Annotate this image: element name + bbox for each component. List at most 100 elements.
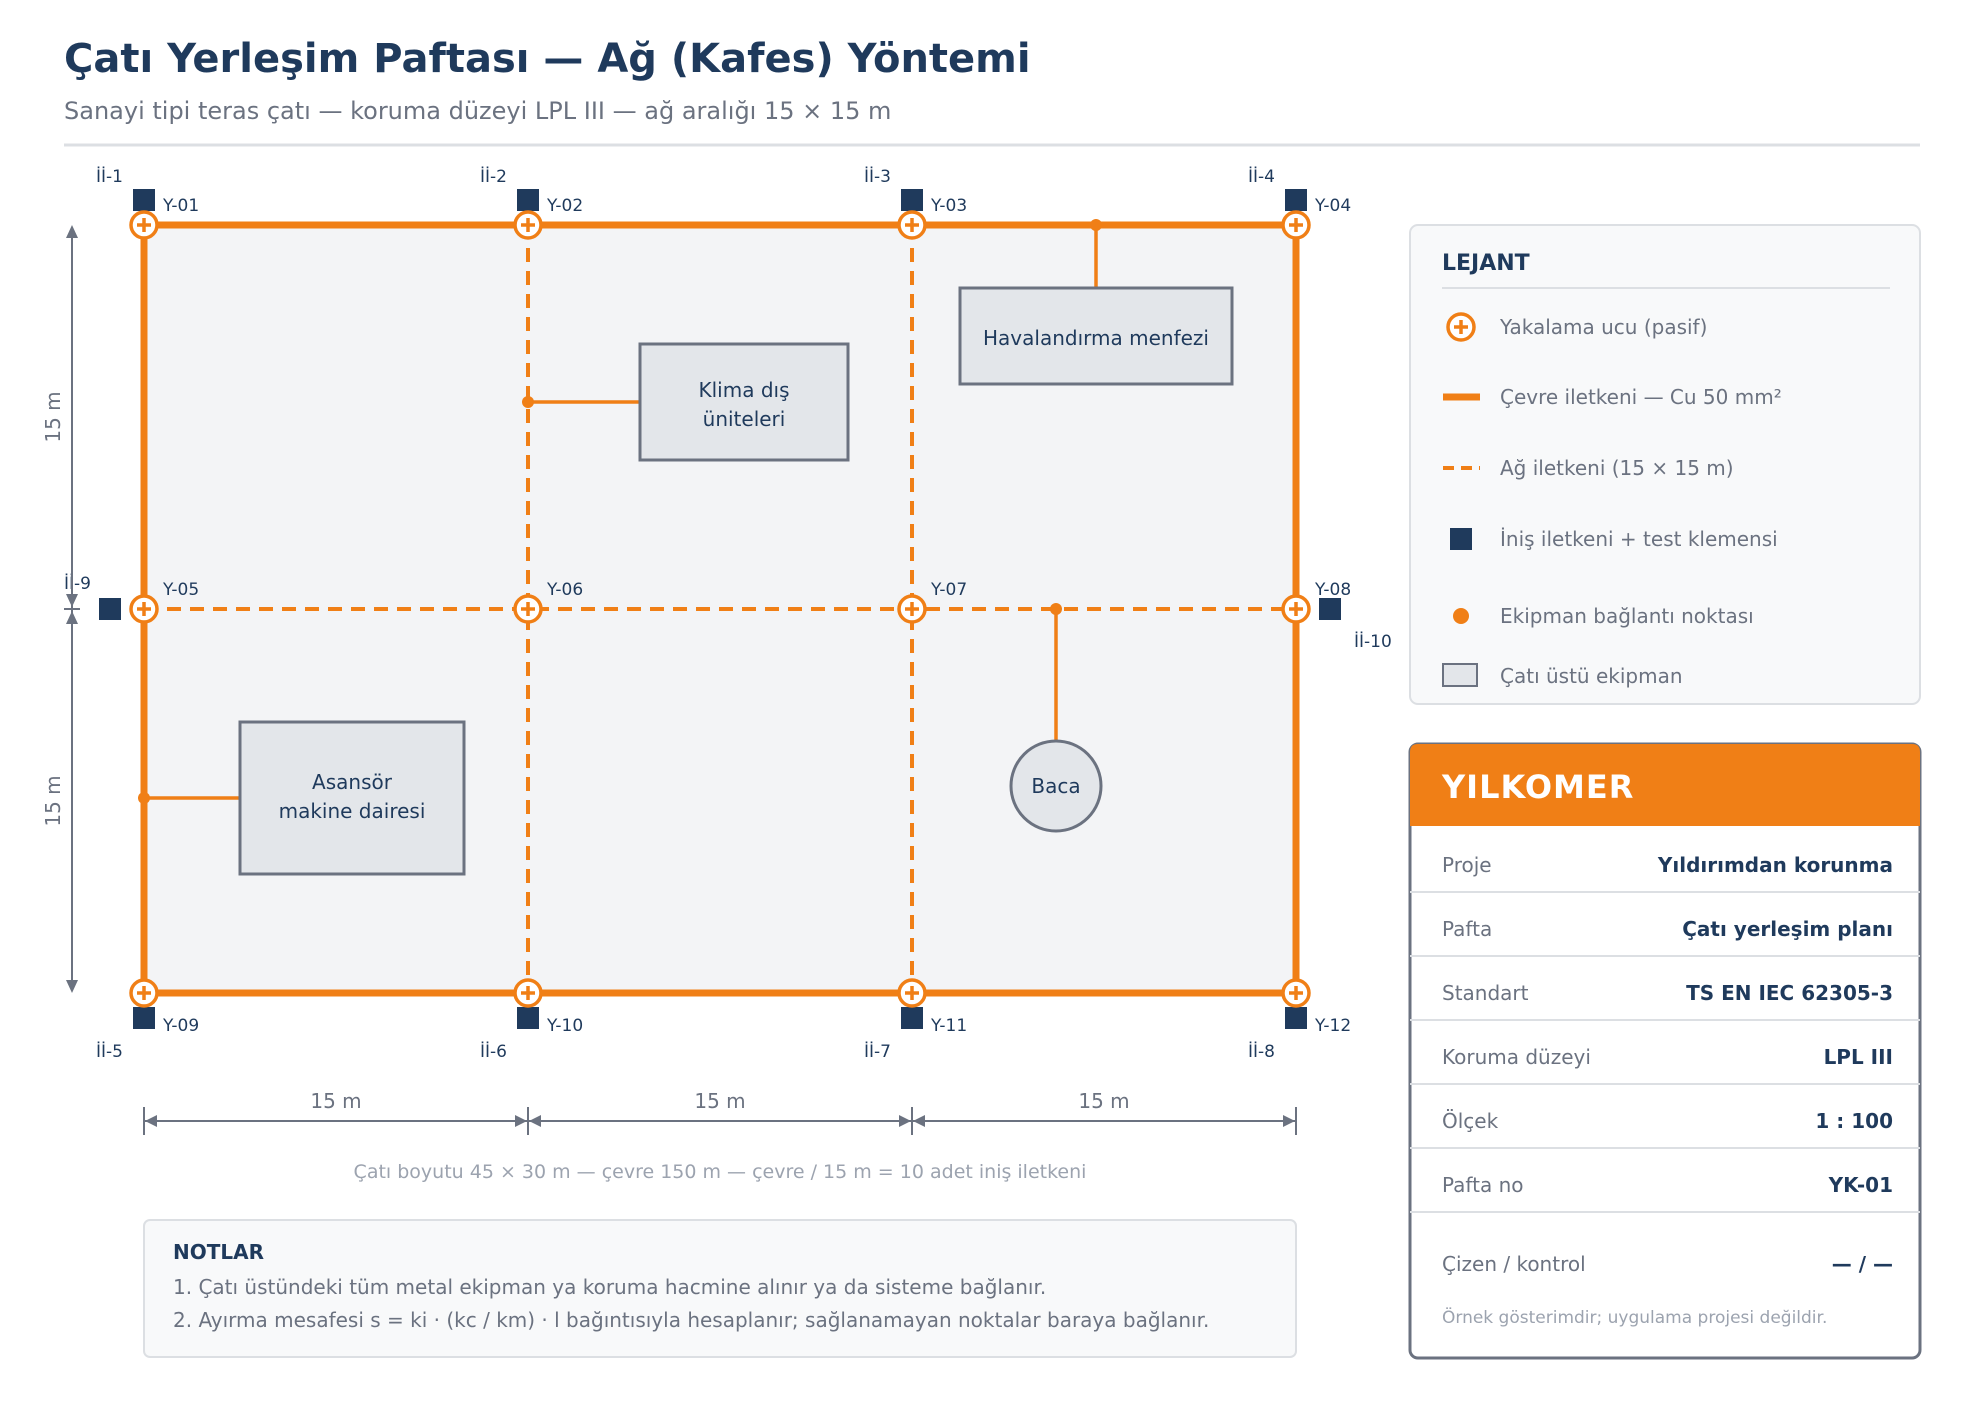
title-block-value: Çatı yerleşim planı <box>1682 917 1893 941</box>
title-block-value: 1 : 100 <box>1815 1109 1893 1133</box>
down-conductor-markers <box>99 189 1341 1029</box>
air-terminal-icon <box>1281 978 1311 1008</box>
air-terminal-icon <box>897 978 927 1008</box>
air-terminal-label: Y-09 <box>162 1016 199 1036</box>
air-terminal-icon <box>897 210 927 240</box>
title-block-label: Pafta <box>1442 917 1492 941</box>
equipment-label: makine dairesi <box>279 799 426 823</box>
down-conductor-marker <box>1319 598 1341 620</box>
down-conductor-label: İİ-1 <box>96 166 123 187</box>
notes-title: NOTLAR <box>173 1240 264 1264</box>
title-block-label: Koruma düzeyi <box>1442 1045 1591 1069</box>
title-block-value: Yıldırımdan korunma <box>1657 853 1893 877</box>
air-terminal-icon <box>513 978 543 1008</box>
title-block-label: Ölçek <box>1442 1109 1499 1133</box>
air-terminal-icon <box>1281 210 1311 240</box>
air-terminal-icon <box>513 210 543 240</box>
equipment-ac-units: Klima dış üniteleri <box>638 342 850 462</box>
equipment-hvac-vent: Havalandırma menfezi <box>958 286 1234 386</box>
down-conductor-label: İİ-6 <box>480 1041 507 1062</box>
title-block-value: YK-01 <box>1828 1173 1893 1197</box>
legend-label: Ağ iletkeni (15 × 15 m) <box>1500 456 1734 480</box>
down-conductor-label: İİ-7 <box>864 1041 891 1062</box>
rooftop-equipment-icon <box>1442 663 1478 687</box>
bonding-point <box>138 792 150 804</box>
down-conductor-marker <box>517 1007 539 1029</box>
air-terminal-icon <box>1446 312 1476 342</box>
bonding-point <box>1090 219 1102 231</box>
down-conductor-label: İİ-4 <box>1248 166 1275 187</box>
air-terminal-label: Y-07 <box>930 580 967 600</box>
title-block-label: Pafta no <box>1442 1173 1523 1197</box>
down-conductor-label: İİ-8 <box>1248 1041 1275 1062</box>
note-item: 2. Ayırma mesafesi s = ki · (kc / km) · … <box>173 1308 1209 1332</box>
legend-label: Çatı üstü ekipman <box>1500 664 1683 688</box>
air-terminal-label: Y-12 <box>1314 1016 1351 1036</box>
title-block-value: LPL III <box>1824 1045 1893 1069</box>
down-conductor-icon <box>1450 528 1472 550</box>
air-terminal-icon <box>129 978 159 1008</box>
legend-label: Ekipman bağlantı noktası <box>1500 604 1754 628</box>
title-block-label: Çizen / kontrol <box>1442 1252 1586 1276</box>
air-terminal-label: Y-04 <box>1314 196 1351 216</box>
horizontal-dimensions <box>143 1107 1297 1135</box>
down-conductor-labels: İİ-1 İİ-2 İİ-3 İİ-4 İİ-5 İİ-6 İİ-7 İİ-8 … <box>64 166 1392 1062</box>
air-terminal-label: Y-01 <box>162 196 199 216</box>
down-conductor-marker <box>901 1007 923 1029</box>
air-terminal-label: Y-10 <box>546 1016 583 1036</box>
down-conductor-label: İİ-2 <box>480 166 507 187</box>
bonding-point <box>1050 603 1062 615</box>
bonding-point <box>522 396 534 408</box>
notes-box: NOTLAR 1. Çatı üstündeki tüm metal ekipm… <box>143 1219 1297 1358</box>
air-terminal-icon <box>897 594 927 624</box>
legend-title: LEJANT <box>1442 251 1530 276</box>
air-terminal-label: Y-03 <box>930 196 967 216</box>
bonding-point-icon <box>1453 608 1469 624</box>
air-terminal-label: Y-02 <box>546 196 583 216</box>
down-conductor-label: İİ-5 <box>96 1041 123 1062</box>
equipment-chimney: Baca <box>1009 739 1103 833</box>
dimension-label: 15 m <box>1078 1089 1129 1113</box>
title-block-footnote: Örnek gösterimdir; uygulama projesi deği… <box>1442 1306 1827 1328</box>
air-terminals <box>129 210 1311 1008</box>
air-terminal-label: Y-05 <box>162 580 199 600</box>
company-name: YILKOMER <box>1441 768 1634 806</box>
air-terminal-icon <box>129 594 159 624</box>
vertical-dimensions <box>64 225 80 993</box>
dimension-label: 15 m <box>694 1089 745 1113</box>
title-block: YILKOMER Proje Yıldırımdan korunma Pafta… <box>1408 742 1922 1360</box>
legend-label: Yakalama ucu (pasif) <box>1499 315 1707 339</box>
legend-box: LEJANT Yakalama ucu (pasif) Çevre iletke… <box>1409 224 1921 705</box>
dimension-label: 15 m <box>41 775 65 826</box>
bonding-wires <box>144 225 1098 800</box>
down-conductor-marker <box>133 1007 155 1029</box>
equipment-label: Havalandırma menfezi <box>983 326 1209 350</box>
equipment-label: Klima dış <box>699 378 790 402</box>
down-conductor-label: İİ-9 <box>64 573 91 594</box>
down-conductor-label: İİ-10 <box>1354 631 1392 652</box>
dimension-label: 15 m <box>310 1089 361 1113</box>
equipment-label: Baca <box>1031 774 1080 798</box>
title-block-label: Standart <box>1442 981 1529 1005</box>
down-conductor-marker <box>99 598 121 620</box>
equipment-label: Asansör <box>312 770 393 794</box>
legend-label: Çevre iletkeni — Cu 50 mm² <box>1500 385 1782 409</box>
title-block-label: Proje <box>1442 853 1492 877</box>
air-terminal-label: Y-06 <box>546 580 583 600</box>
page-title: Çatı Yerleşim Paftası — Ağ (Kafes) Yönte… <box>64 36 1031 82</box>
title-block-value: TS EN IEC 62305-3 <box>1686 981 1893 1005</box>
down-conductor-label: İİ-3 <box>864 166 891 187</box>
bonding-points <box>138 219 1102 804</box>
note-item: 1. Çatı üstündeki tüm metal ekipman ya k… <box>173 1275 1046 1299</box>
mesh-conductors <box>144 225 1296 993</box>
page-subtitle: Sanayi tipi teras çatı — koruma düzeyi L… <box>64 97 891 125</box>
title-block-value: — / — <box>1832 1252 1893 1276</box>
down-conductor-marker <box>517 189 539 211</box>
air-terminal-label: Y-08 <box>1314 580 1351 600</box>
air-terminal-labels: Y-01 Y-02 Y-03 Y-04 Y-05 Y-06 Y-07 Y-08 … <box>162 196 1351 1036</box>
equipment-elevator-room: Asansör makine dairesi <box>238 720 466 876</box>
air-terminal-icon <box>1281 594 1311 624</box>
down-conductor-marker <box>901 189 923 211</box>
down-conductor-marker <box>133 189 155 211</box>
